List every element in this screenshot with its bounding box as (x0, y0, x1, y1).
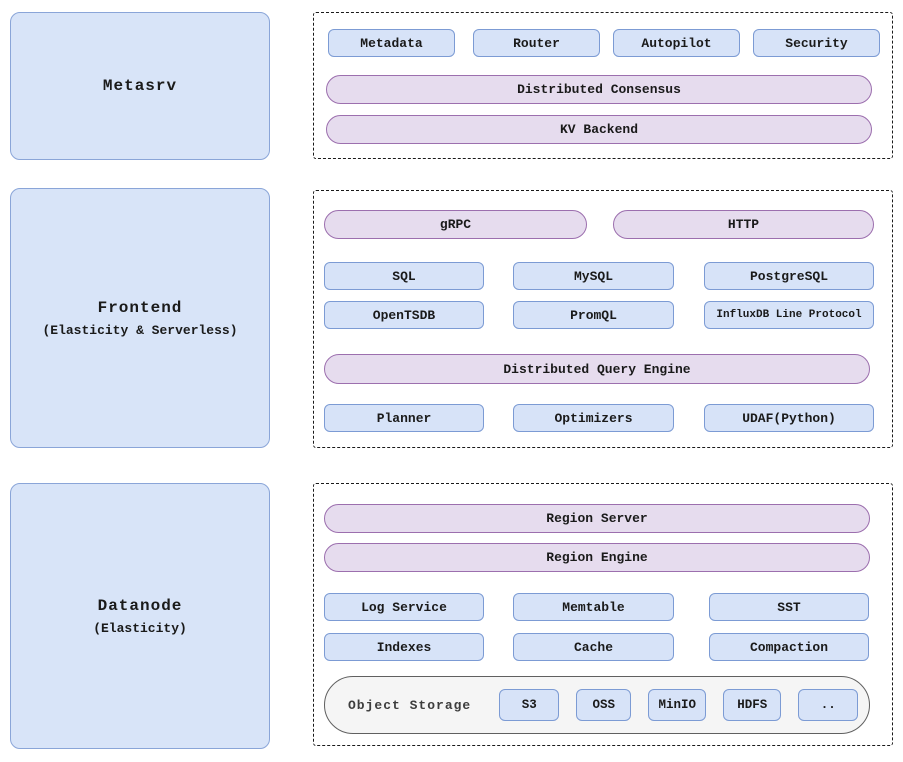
influxdb-line-protocol-box: InfluxDB Line Protocol (704, 301, 874, 329)
frontend-section-box: Frontend (Elasticity & Serverless) (10, 188, 270, 448)
datanode-section-box: Datanode (Elasticity) (10, 483, 270, 749)
kv-backend-pill: KV Backend (326, 115, 872, 144)
cache-box: Cache (513, 633, 674, 661)
grpc-pill: gRPC (324, 210, 587, 239)
minio-box: MinIO (648, 689, 707, 721)
object-storage-container: Object Storage S3 OSS MinIO HDFS .. (324, 676, 870, 734)
object-storage-backends: S3 OSS MinIO HDFS .. (499, 689, 859, 721)
more-backends-box: .. (798, 689, 859, 721)
log-service-box: Log Service (324, 593, 484, 621)
promql-box: PromQL (513, 301, 674, 329)
distributed-consensus-pill: Distributed Consensus (326, 75, 872, 104)
memtable-box: Memtable (513, 593, 674, 621)
distributed-query-engine-pill: Distributed Query Engine (324, 354, 870, 384)
s3-box: S3 (499, 689, 560, 721)
mysql-box: MySQL (513, 262, 674, 290)
metadata-box: Metadata (328, 29, 455, 57)
datanode-panel: Region Server Region Engine Log Service … (313, 483, 893, 746)
datanode-subtitle: (Elasticity) (93, 620, 187, 636)
opentsdb-box: OpenTSDB (324, 301, 484, 329)
http-pill: HTTP (613, 210, 874, 239)
frontend-panel: gRPC HTTP SQL MySQL PostgreSQL OpenTSDB … (313, 190, 893, 448)
hdfs-box: HDFS (723, 689, 782, 721)
region-engine-pill: Region Engine (324, 543, 870, 572)
datanode-title: Datanode (97, 596, 183, 615)
metasrv-title: Metasrv (102, 77, 178, 95)
object-storage-label: Object Storage (348, 697, 472, 713)
router-box: Router (473, 29, 600, 57)
postgresql-box: PostgreSQL (704, 262, 874, 290)
region-server-pill: Region Server (324, 504, 870, 533)
oss-box: OSS (576, 689, 632, 721)
frontend-title: Frontend (97, 298, 183, 317)
autopilot-box: Autopilot (613, 29, 740, 57)
indexes-box: Indexes (324, 633, 484, 661)
optimizers-box: Optimizers (513, 404, 674, 432)
planner-box: Planner (324, 404, 484, 432)
udaf-python-box: UDAF(Python) (704, 404, 874, 432)
security-box: Security (753, 29, 880, 57)
metasrv-panel: Metadata Router Autopilot Security Distr… (313, 12, 893, 159)
sst-box: SST (709, 593, 869, 621)
sql-box: SQL (324, 262, 484, 290)
metasrv-section-box: Metasrv (10, 12, 270, 160)
compaction-box: Compaction (709, 633, 869, 661)
frontend-subtitle: (Elasticity & Serverless) (42, 322, 238, 338)
